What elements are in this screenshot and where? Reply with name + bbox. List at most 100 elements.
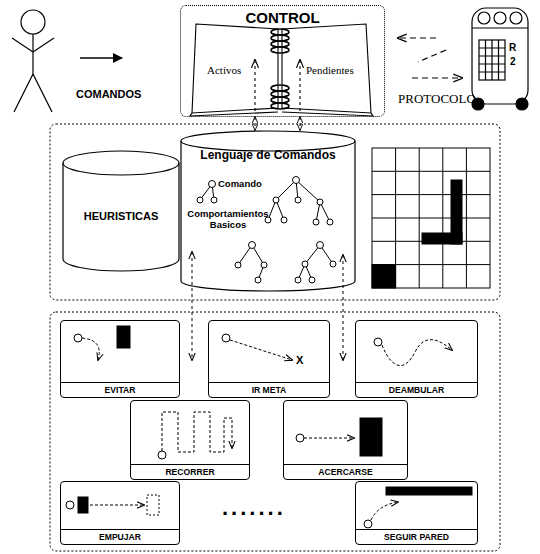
flow-label: COMANDOS: [76, 88, 141, 100]
avoid-icon: [82, 338, 99, 360]
tree-annotation: Comportamientos Basicos: [186, 208, 270, 230]
command-tree: [317, 242, 324, 249]
control-frame: CONTROL: [180, 5, 385, 117]
user-figure: [33, 38, 54, 52]
command-tree: [327, 219, 333, 225]
cylinder-label: HEURISTICAS: [84, 210, 159, 222]
command-tree: [293, 177, 300, 184]
user-figure: [21, 10, 45, 34]
behavior-box: ACERCARSE: [283, 400, 408, 480]
behavior-link: [192, 252, 343, 360]
goal-mark: X: [296, 354, 303, 366]
region-frame: [50, 312, 500, 551]
behavior-name: ACERCARSE: [284, 465, 407, 479]
robot: [494, 12, 506, 24]
user-figure: [12, 10, 54, 112]
robot: [510, 12, 522, 24]
command-tree: [197, 197, 203, 203]
map-grid: [372, 148, 490, 288]
avoid-icon: [74, 326, 130, 360]
behavior-link: [343, 255, 344, 360]
push-icon: [147, 495, 159, 515]
goal-icon: [222, 334, 230, 342]
command-tree: [317, 199, 323, 205]
behavior-name: IR META: [209, 383, 329, 397]
protocol-arrow: [412, 77, 462, 78]
command-tree: [235, 262, 241, 268]
push-icon: [78, 497, 88, 513]
robot: [478, 12, 490, 24]
behavior-box: EMPUJAR: [60, 481, 180, 545]
behavior-box: EVITAR: [60, 320, 180, 398]
command-arrow: [80, 57, 122, 59]
behavior-link: [192, 252, 193, 360]
behavior-box: SEGUIR PARED: [355, 481, 478, 545]
wall-follow-icon: [386, 487, 472, 495]
push-icon: [90, 505, 144, 506]
book-ring: [271, 97, 289, 103]
robot: [472, 8, 528, 104]
sweep-icon: [158, 451, 166, 459]
robot-label: R: [509, 42, 516, 53]
behavior-box: RECORRER: [130, 400, 250, 480]
protocol-arrow: [418, 50, 446, 62]
book-ring: [271, 29, 289, 35]
command-tree: [302, 261, 308, 267]
map-grid: [372, 148, 490, 288]
flow-label: PROTOCOLO: [398, 91, 476, 107]
approach-icon: [296, 434, 304, 442]
book-ring: [271, 41, 289, 47]
robot: [479, 40, 505, 80]
book: [282, 24, 371, 113]
goal-icon: [222, 334, 292, 360]
command-tree: [268, 180, 330, 222]
page-label: Pendientes: [306, 64, 354, 76]
wall-follow-icon: [364, 487, 472, 528]
user-figure: [12, 38, 33, 52]
command-tree: [255, 277, 261, 283]
behavior-bar: SEGUIR PARED: [356, 529, 477, 544]
map-grid: [372, 265, 396, 288]
map-grid: [422, 233, 462, 244]
robot: [479, 40, 505, 80]
behavior-name: EMPUJAR: [61, 530, 179, 544]
cylinder-top: [63, 151, 179, 175]
goal-icon: [230, 340, 292, 360]
behavior-bar: EVITAR: [61, 382, 179, 397]
book-arrow: [255, 60, 300, 114]
command-tree: [211, 197, 217, 203]
command-tree: [209, 181, 216, 188]
push-icon: [66, 495, 159, 515]
command-arrow: [80, 57, 122, 59]
wall-follow-icon: [364, 520, 372, 528]
behavior-name: EVITAR: [61, 383, 179, 397]
wander-icon: [382, 340, 452, 366]
approach-icon: [360, 418, 382, 456]
robot: [472, 8, 528, 110]
book-ring: [271, 47, 289, 53]
sweep-icon: [158, 412, 232, 459]
command-tree: [295, 277, 301, 283]
database-cylinder: HEURISTICAS: [62, 150, 180, 272]
user-figure: [33, 74, 52, 112]
page-label: Activos: [207, 64, 241, 76]
approach-icon: [304, 438, 354, 439]
command-tree: [313, 219, 319, 225]
robot: [516, 98, 528, 110]
behavior-bar: RECORRER: [131, 464, 249, 479]
map-grid: [372, 148, 490, 288]
behavior-bar: EMPUJAR: [61, 529, 179, 544]
command-tree: [281, 217, 287, 223]
sweep-icon: [162, 412, 232, 452]
book-ring: [271, 91, 289, 97]
dashed-connector: [300, 117, 301, 130]
region-frame: [50, 124, 500, 300]
behavior-pictogram: [66, 326, 472, 528]
command-tree: [295, 197, 301, 203]
frame-title: CONTROL: [181, 9, 384, 26]
avoid-icon: [74, 334, 82, 342]
behavior-name: SEGUIR PARED: [356, 530, 477, 544]
ellipsis: .......: [222, 495, 286, 521]
behavior-box: IR META: [208, 320, 330, 398]
